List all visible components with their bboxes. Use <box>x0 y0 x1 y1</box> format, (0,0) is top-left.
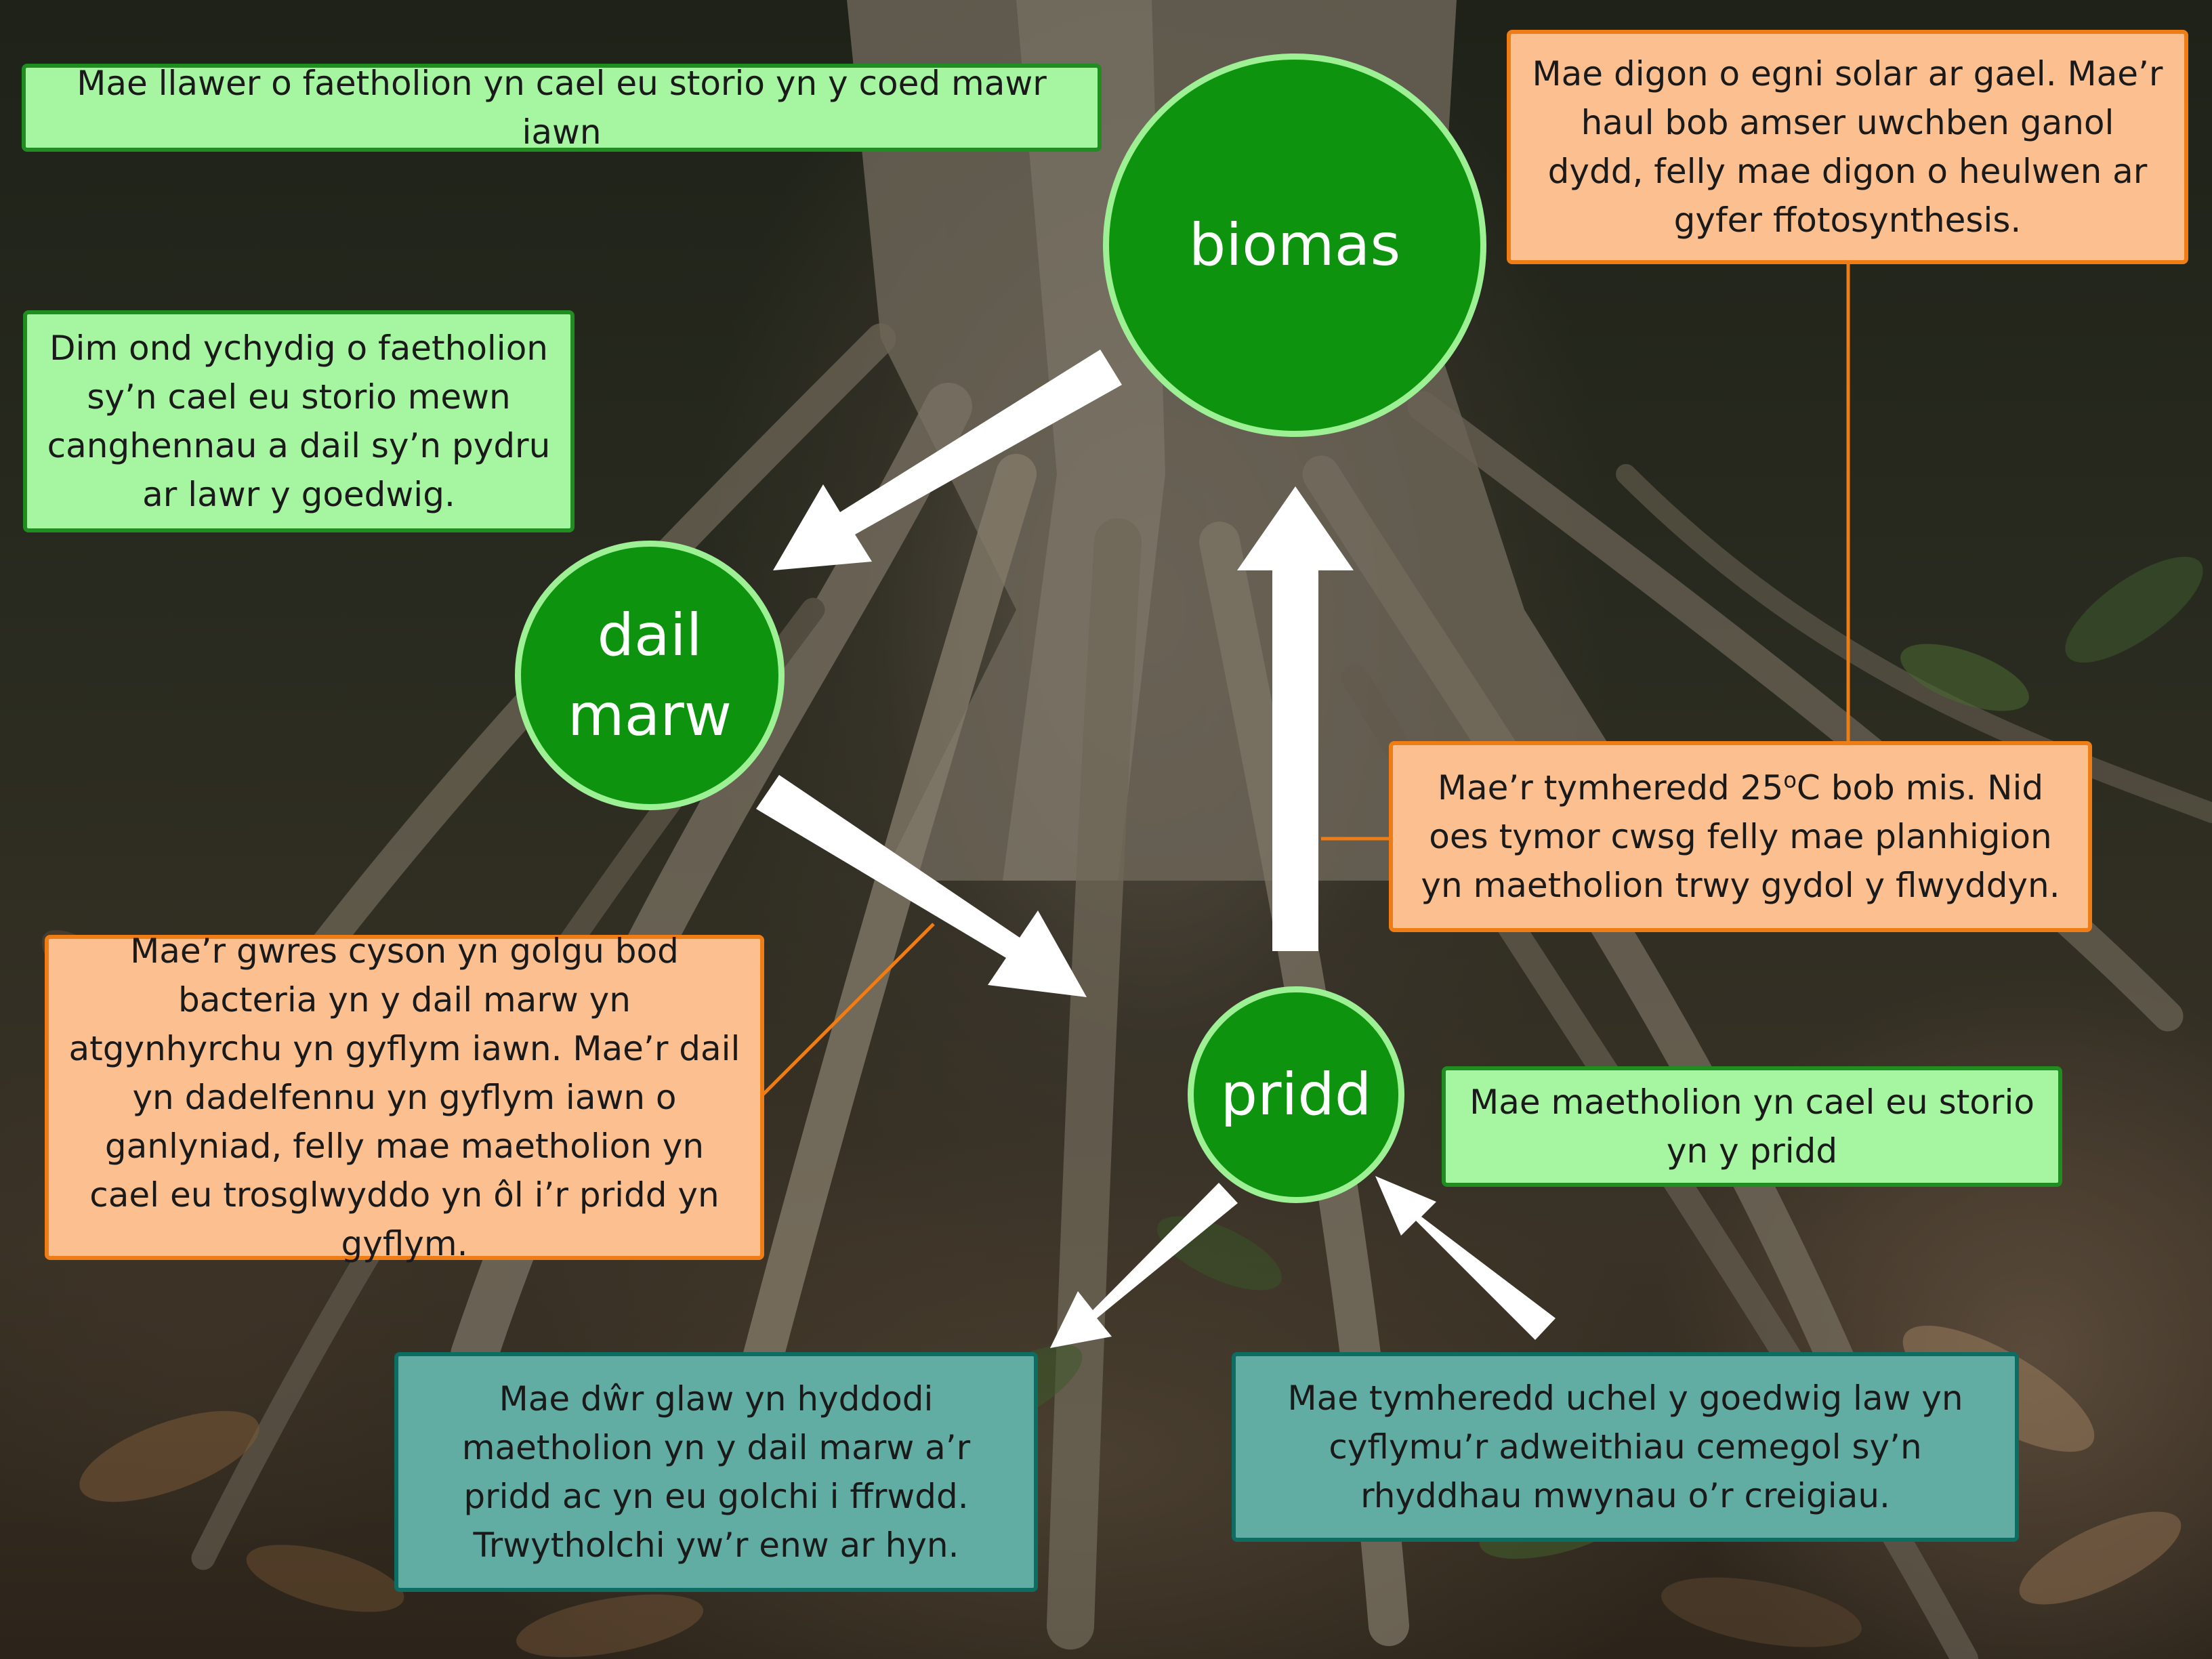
node-dail-marw-label: dail marw <box>567 602 732 749</box>
arrow-biomas-to-dail-marw <box>773 350 1122 570</box>
box-solar-energy: Mae digon o egni solar ar gael. Mae’r ha… <box>1507 30 2188 264</box>
box-weathering: Mae tymheredd uchel y goedwig law yn cyf… <box>1232 1352 2019 1542</box>
arrow-pridd-to-leaching <box>1050 1183 1238 1348</box>
box-decomposition: Mae’r gwres cyson yn golgu bod bacteria … <box>45 931 764 1263</box>
arrow-weathering-to-pridd <box>1375 1176 1556 1340</box>
node-dail-marw: dail marw <box>515 541 785 810</box>
node-pridd: pridd <box>1188 986 1404 1203</box>
box-nutrients-trees: Mae llawer o faetholion yn cael eu stori… <box>22 64 1102 152</box>
connector-decomposition-to-roots <box>760 923 935 1097</box>
temperature-text: Mae’r tymheredd 25oC bob mis. Nid oes ty… <box>1421 767 2060 905</box>
box-nutrients-leaf-litter: Dim ond ychydig o faetholion sy’n cael e… <box>23 310 575 532</box>
box-temperature: Mae’r tymheredd 25oC bob mis. Nid oes ty… <box>1389 741 2092 932</box>
box-leaching: Mae dŵr glaw yn hyddodi maetholion yn y … <box>394 1352 1038 1592</box>
box-nutrients-soil: Mae maetholion yn cael eu storio yn y pr… <box>1442 1066 2062 1187</box>
node-biomas-label: biomas <box>1188 211 1401 279</box>
node-pridd-label: pridd <box>1220 1061 1372 1129</box>
arrow-pridd-to-biomas <box>1237 486 1354 951</box>
node-biomas: biomas <box>1103 54 1486 437</box>
arrow-dail-marw-to-pridd <box>756 775 1087 997</box>
